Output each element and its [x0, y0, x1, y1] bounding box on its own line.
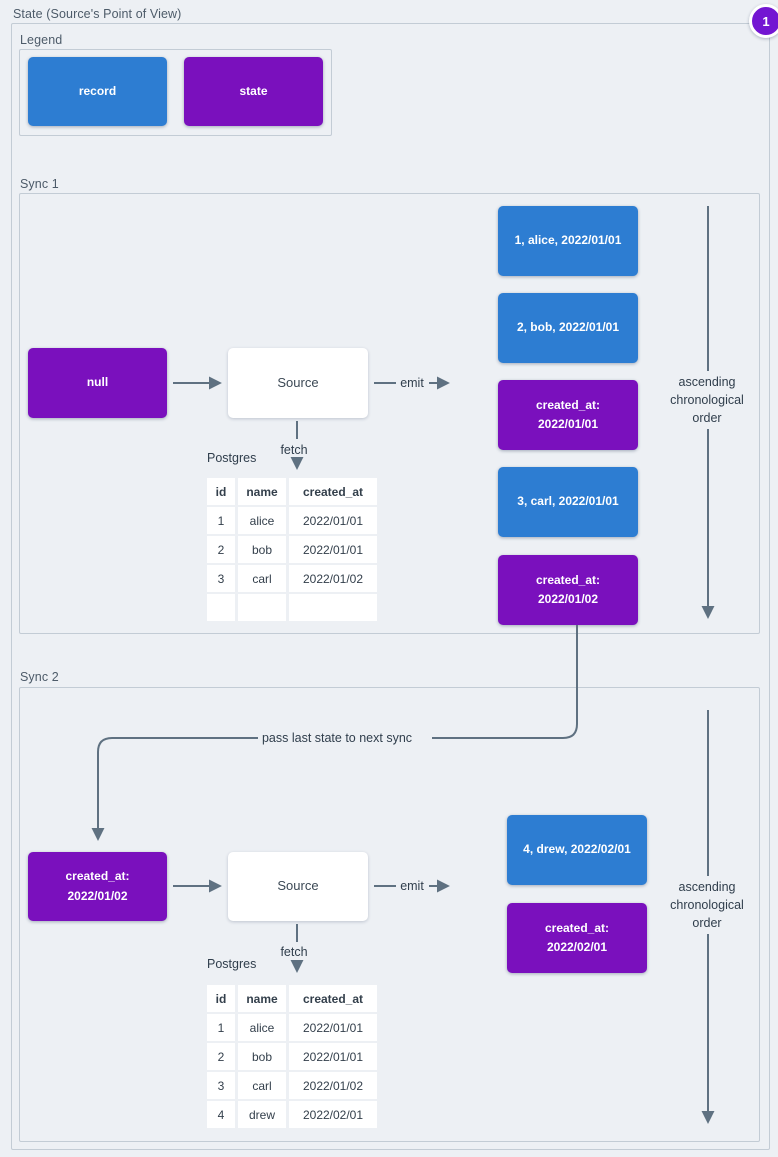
order-note-line: order	[692, 916, 722, 931]
sync2-source-box: Source	[228, 852, 368, 921]
sync2-db-label: Postgres	[207, 957, 257, 971]
table-cell: 2	[207, 1043, 235, 1070]
page-title: State (Source's Point of View)	[13, 7, 182, 21]
table-cell	[207, 594, 235, 621]
table-cell: carl	[238, 1072, 286, 1099]
table-header-cell: created_at	[289, 478, 377, 505]
table-cell: 1	[207, 1014, 235, 1041]
record-label: 2, bob, 2022/01/01	[516, 320, 620, 335]
state-label-line2: 2022/01/02	[537, 592, 599, 606]
legend-record-label: record	[78, 83, 117, 98]
table-header-cell: name	[238, 478, 286, 505]
legend-container	[19, 49, 332, 136]
table-cell: 2022/01/01	[289, 536, 377, 563]
sync1-postgres-table: id name created_at 1 alice 2022/01/01 2 …	[204, 476, 380, 623]
table-header-row: id name created_at	[207, 478, 377, 505]
sync1-input-state-box: null	[28, 348, 167, 418]
state-label-line1: created_at:	[535, 572, 601, 587]
table-row: 2 bob 2022/01/01	[207, 536, 377, 563]
sync1-input-state-label: null	[86, 375, 109, 390]
state-label-line1: created_at:	[544, 920, 610, 935]
state-label-line2: 2022/02/01	[546, 940, 608, 954]
legend-record-swatch: record	[28, 57, 167, 126]
sync1-output-record-3: 3, carl, 2022/01/01	[498, 467, 638, 537]
table-cell	[289, 594, 377, 621]
connector-label: pass last state to next sync	[261, 730, 413, 745]
sync2-fetch-label: fetch	[280, 944, 308, 959]
table-header-row: id name created_at	[207, 985, 377, 1012]
table-row: 1 alice 2022/01/01	[207, 1014, 377, 1041]
table-header-cell: id	[207, 985, 235, 1012]
table-row	[207, 594, 377, 621]
table-cell: 2	[207, 536, 235, 563]
table-header-cell: id	[207, 478, 235, 505]
sync2-order-note: ascending chronological order	[670, 878, 744, 932]
record-label: 4, drew, 2022/02/01	[523, 842, 631, 857]
table-row: 3 carl 2022/01/02	[207, 1072, 377, 1099]
order-note-line: chronological	[670, 897, 744, 912]
legend-state-label: state	[239, 83, 268, 98]
sync2-output-state-1: created_at: 2022/02/01	[507, 903, 647, 973]
table-cell: alice	[238, 507, 286, 534]
sync2-source-label: Source	[277, 878, 319, 894]
sync2-postgres-table: id name created_at 1 alice 2022/01/01 2 …	[204, 983, 380, 1130]
table-row: 1 alice 2022/01/01	[207, 507, 377, 534]
table-cell: 2022/01/01	[289, 1014, 377, 1041]
table-header-cell: created_at	[289, 985, 377, 1012]
step-badge: 1	[749, 4, 778, 38]
table-cell: carl	[238, 565, 286, 592]
sync1-output-record-2: 2, bob, 2022/01/01	[498, 293, 638, 363]
table-cell: 3	[207, 1072, 235, 1099]
table-cell: 1	[207, 507, 235, 534]
sync1-output-state-1: created_at: 2022/01/01	[498, 380, 638, 450]
order-note-line: chronological	[670, 392, 744, 407]
sync2-input-state-box: created_at: 2022/01/02	[28, 852, 167, 921]
state-pov-container	[11, 23, 770, 1150]
sync1-emit-label: emit	[400, 375, 424, 390]
table-header-cell: name	[238, 985, 286, 1012]
legend-title: Legend	[20, 33, 63, 47]
state-label-line1: created_at:	[65, 869, 130, 884]
table-cell: alice	[238, 1014, 286, 1041]
legend-state-swatch: state	[184, 57, 323, 126]
sync1-order-note: ascending chronological order	[670, 373, 744, 427]
table-cell: 2022/02/01	[289, 1101, 377, 1128]
table-cell	[238, 594, 286, 621]
state-label-line2: 2022/01/01	[537, 417, 599, 431]
table-cell: 4	[207, 1101, 235, 1128]
table-row: 4 drew 2022/02/01	[207, 1101, 377, 1128]
table-cell: 2022/01/02	[289, 565, 377, 592]
sync2-container	[19, 687, 760, 1142]
sync1-output-state-2: created_at: 2022/01/02	[498, 555, 638, 625]
sync2-emit-label: emit	[400, 878, 424, 893]
order-note-line: ascending	[678, 374, 736, 389]
order-note-line: ascending	[678, 879, 736, 894]
sync1-container	[19, 193, 760, 634]
state-label-line2: 2022/01/02	[67, 888, 128, 903]
sync1-db-label: Postgres	[207, 451, 257, 465]
sync2-title: Sync 2	[20, 670, 59, 684]
table-cell: 2022/01/01	[289, 1043, 377, 1070]
table-cell: bob	[238, 536, 286, 563]
order-note-line: order	[692, 411, 722, 426]
state-label-line1: created_at:	[535, 397, 601, 412]
table-row: 2 bob 2022/01/01	[207, 1043, 377, 1070]
table-cell: bob	[238, 1043, 286, 1070]
sync2-output-record-1: 4, drew, 2022/02/01	[507, 815, 647, 885]
sync1-source-label: Source	[277, 374, 319, 390]
table-cell: 2022/01/01	[289, 507, 377, 534]
sync1-output-record-1: 1, alice, 2022/01/01	[498, 206, 638, 276]
table-row: 3 carl 2022/01/02	[207, 565, 377, 592]
sync1-source-box: Source	[228, 348, 368, 418]
record-label: 1, alice, 2022/01/01	[514, 233, 622, 248]
table-cell: drew	[238, 1101, 286, 1128]
table-cell: 2022/01/02	[289, 1072, 377, 1099]
sync1-title: Sync 1	[20, 177, 59, 191]
record-label: 3, carl, 2022/01/01	[517, 494, 619, 509]
table-cell: 3	[207, 565, 235, 592]
sync1-fetch-label: fetch	[280, 442, 308, 457]
